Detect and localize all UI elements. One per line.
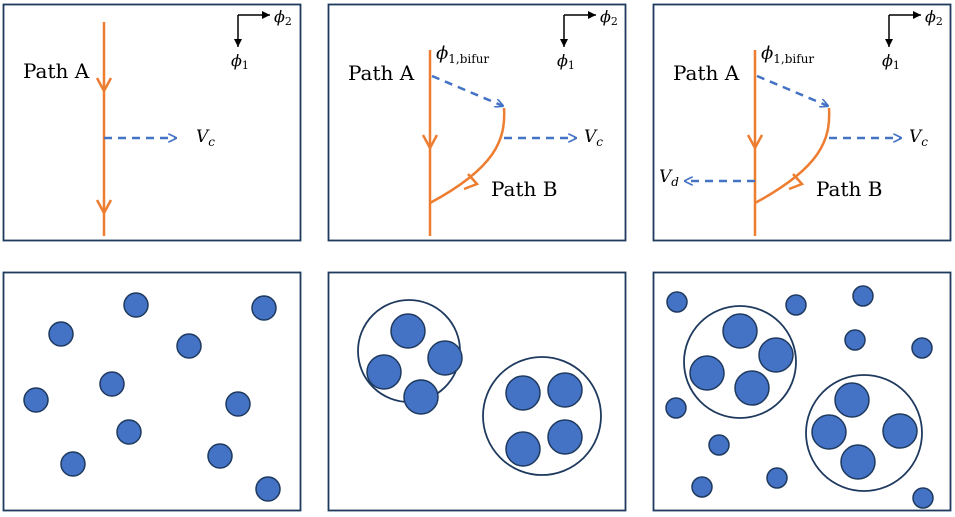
top-panel-2: ϕ2 ϕ1 Path A Path B ϕ1,bifur Vc	[327, 3, 627, 242]
phi1-label: ϕ1	[882, 51, 900, 72]
cluster-boundary	[805, 374, 923, 492]
bottom-panel-1	[2, 271, 302, 512]
particle	[840, 444, 876, 480]
particle	[852, 285, 874, 307]
particle	[427, 340, 463, 376]
particle	[547, 372, 583, 408]
particle	[722, 313, 758, 349]
vd-label: Vd	[659, 167, 679, 189]
particle	[176, 333, 202, 359]
path-b-label: Path B	[816, 177, 882, 201]
path-a-label: Path A	[23, 59, 90, 83]
particle	[390, 313, 426, 349]
particle	[666, 291, 688, 313]
particle	[665, 397, 687, 419]
panel-border	[2, 3, 302, 242]
particle	[99, 371, 125, 397]
particle	[911, 337, 933, 359]
particle	[689, 355, 725, 391]
axes-indicator: ϕ2 ϕ1	[231, 7, 292, 72]
particle	[882, 413, 918, 449]
phi2-label: ϕ2	[274, 7, 292, 28]
particle	[505, 375, 541, 411]
particle	[207, 443, 233, 469]
vc-label: Vc	[909, 127, 928, 149]
top-panel-1: ϕ2 ϕ1 Path A Vc	[2, 3, 302, 242]
particle	[547, 419, 583, 455]
bottom-panel-2	[327, 271, 627, 512]
path-a-line	[95, 22, 113, 236]
particle	[225, 391, 251, 417]
path-b-curve	[429, 107, 506, 205]
bottom-panel-3	[652, 271, 952, 512]
path-a-label: Path A	[673, 61, 740, 85]
particle	[691, 476, 713, 498]
bifurcation-label: ϕ1,bifur	[761, 43, 814, 66]
particle	[708, 434, 730, 456]
particle	[766, 467, 788, 489]
top-panel-3: ϕ2 ϕ1 Path A Path B ϕ1,bifur Vc Vd	[652, 3, 952, 242]
panel-border	[652, 271, 952, 512]
panel-border	[327, 271, 627, 512]
vc-label: Vc	[584, 127, 603, 149]
path-a-label: Path A	[348, 61, 415, 85]
phi2-label: ϕ2	[925, 7, 943, 28]
particle	[403, 379, 439, 415]
particle	[48, 321, 74, 347]
path-a-line	[746, 50, 764, 236]
axes-indicator: ϕ2 ϕ1	[557, 7, 618, 72]
particle	[912, 487, 934, 509]
particle	[811, 414, 847, 450]
particle	[60, 451, 86, 477]
particle	[123, 292, 149, 318]
bifurcation-arrow	[756, 74, 828, 106]
particle	[834, 382, 870, 418]
path-b-curve	[754, 107, 831, 205]
particle	[116, 419, 142, 445]
panel-border	[327, 3, 627, 242]
particle	[734, 370, 770, 406]
particle	[844, 329, 866, 351]
path-a-line	[421, 50, 439, 236]
phi1-label: ϕ1	[557, 51, 575, 72]
particle	[366, 354, 402, 390]
axes-indicator: ϕ2 ϕ1	[882, 7, 943, 72]
particle	[255, 476, 281, 502]
path-b-label: Path B	[491, 177, 557, 201]
cluster-boundary	[482, 356, 602, 476]
cluster-boundary	[683, 305, 797, 419]
panel-border	[652, 3, 952, 242]
phi1-label: ϕ1	[231, 51, 249, 72]
particle	[758, 337, 794, 373]
particle	[785, 294, 807, 316]
bifurcation-arrow	[431, 74, 503, 106]
bifurcation-label: ϕ1,bifur	[436, 43, 489, 66]
particle	[23, 387, 49, 413]
particle	[251, 295, 277, 321]
vc-label: Vc	[196, 127, 215, 149]
particle	[505, 431, 541, 467]
phi2-label: ϕ2	[600, 7, 618, 28]
panel-border	[2, 271, 302, 512]
